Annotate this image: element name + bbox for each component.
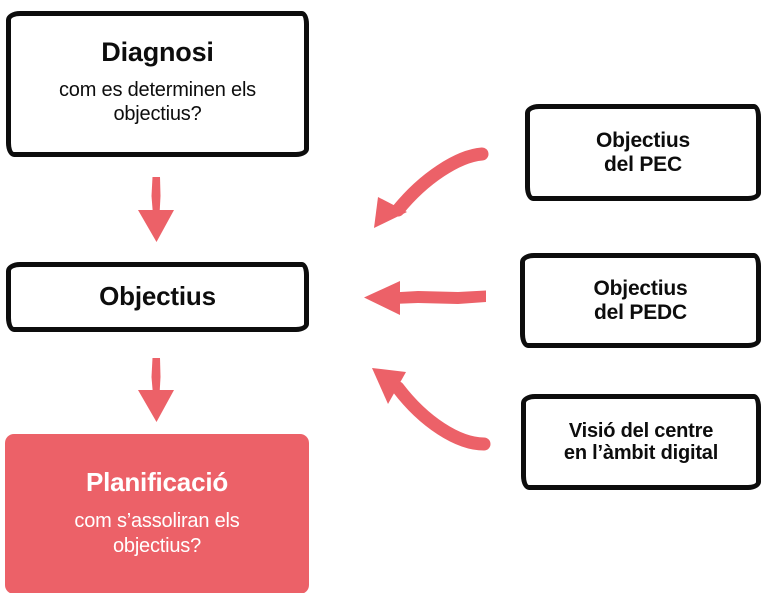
node-objectius-pedc-title: Objectius del PEDC — [594, 277, 688, 324]
node-diagnosi-title: Diagnosi — [101, 37, 214, 68]
arrow-objectius-to-planificacio — [138, 358, 174, 422]
node-planificacio-subtitle-line1: com s’assoliran els — [74, 510, 240, 533]
node-visio-centre-line1: Visió del centre — [568, 419, 714, 442]
node-diagnosi-subtitle: com es determinen els objectius? — [59, 78, 256, 127]
arrow-pec-to-objectius — [374, 147, 489, 228]
node-diagnosi-subtitle-line2: objectius? — [113, 103, 202, 126]
node-objectius-pec[interactable]: Objectius del PEC — [525, 104, 761, 201]
node-objectius-pedc-line1: Objectius — [593, 276, 688, 300]
node-objectius-pec-line1: Objectius — [596, 128, 690, 152]
node-objectius-pedc[interactable]: Objectius del PEDC — [520, 253, 761, 348]
node-visio-centre-line2: en l’àmbit digital — [563, 442, 719, 464]
node-planificacio-title: Planificació — [85, 467, 229, 498]
node-planificacio-subtitle-line2: objectius? — [112, 534, 202, 557]
node-diagnosi[interactable]: Diagnosi com es determinen els objectius… — [6, 11, 309, 157]
arrow-pedc-to-objectius — [364, 281, 486, 315]
node-visio-centre-title: Visió del centre en l’àmbit digital — [564, 420, 718, 465]
node-objectius-pec-line2: del PEC — [604, 152, 682, 176]
node-objectius-pec-title: Objectius del PEC — [596, 129, 690, 176]
node-objectius-title: Objectius — [99, 281, 216, 312]
arrow-diagnosi-to-objectius — [138, 177, 174, 242]
node-objectius-pedc-line2: del PEDC — [594, 300, 687, 324]
arrow-visio-to-objectius — [372, 368, 491, 451]
node-diagnosi-subtitle-line1: com es determinen els — [58, 78, 256, 101]
node-planificacio-subtitle: com s’assoliran els objectius? — [74, 509, 239, 558]
node-visio-centre[interactable]: Visió del centre en l’àmbit digital — [521, 394, 761, 490]
node-objectius[interactable]: Objectius — [6, 262, 309, 332]
node-planificacio[interactable]: Planificació com s’assoliran els objecti… — [5, 434, 309, 593]
